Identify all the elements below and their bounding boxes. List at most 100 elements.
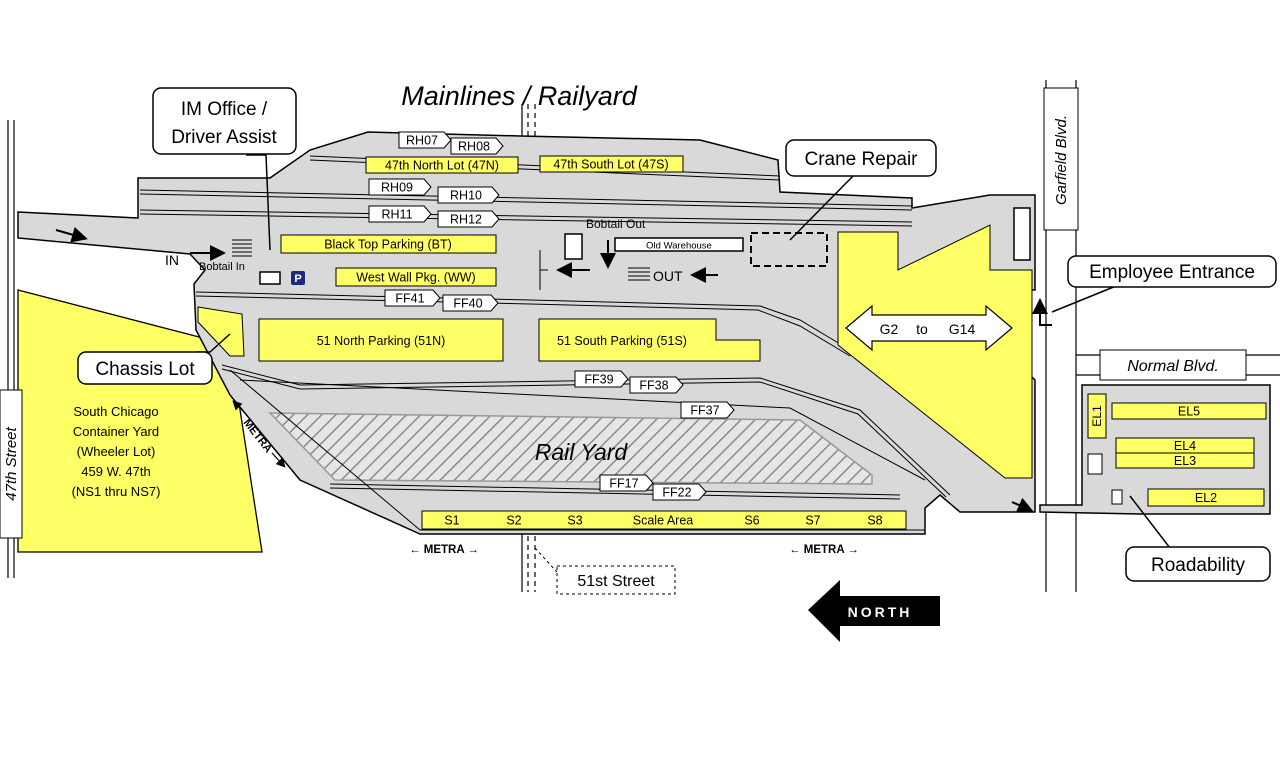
lot-ww [335, 267, 497, 287]
lot-el3 [1115, 452, 1255, 469]
track-tag: RH10 [437, 186, 500, 204]
im-office-building [259, 271, 281, 285]
svg-text:S8: S8 [867, 514, 882, 528]
svg-text:Black Top Parking (BT): Black Top Parking (BT) [324, 238, 452, 252]
metra-diag-arrow-a [232, 400, 247, 415]
lot-g2-g14 [837, 224, 1033, 479]
svg-text:FF39: FF39 [584, 373, 613, 387]
svg-text:S6: S6 [744, 514, 759, 528]
svg-text:FF17: FF17 [609, 477, 638, 491]
lot-51s [538, 318, 761, 362]
svg-text:Employee Entrance: Employee Entrance [1089, 262, 1255, 283]
svg-text:Bobtail In: Bobtail In [199, 261, 245, 273]
svg-text:IM Office /: IM Office / [181, 99, 268, 120]
rail-yard-label: Rail Yard [535, 439, 629, 465]
track-tag: RH11 [368, 205, 432, 223]
track-tag: FF40 [442, 294, 499, 312]
svg-text:FF41: FF41 [395, 292, 424, 306]
svg-text:51 North Parking (51N): 51 North Parking (51N) [317, 334, 446, 348]
callout-employee-entrance: Employee Entrance [1051, 255, 1277, 313]
svg-text:G2: G2 [880, 321, 899, 337]
svg-text:EL1: EL1 [1090, 405, 1104, 427]
parking-lots: 47th North Lot (47N) 47th South Lot (47S… [197, 155, 1267, 507]
svg-text:RH07: RH07 [406, 134, 438, 148]
svg-text:RH11: RH11 [381, 208, 412, 222]
metra-label-1: ← METRA → [409, 544, 479, 556]
g-range-arrow [845, 304, 1013, 352]
svg-text:RH08: RH08 [458, 140, 490, 154]
metra-diag-arrow-b [271, 452, 286, 468]
track-tag: FF17 [599, 474, 654, 492]
svg-text:(NS1 thru NS7): (NS1 thru NS7) [72, 484, 161, 499]
metra-label-2: ← METRA → [789, 544, 859, 556]
lot-chassis [197, 306, 245, 357]
svg-text:EL4: EL4 [1174, 439, 1196, 453]
track-tag: FF22 [652, 483, 707, 501]
svg-text:Driver Assist: Driver Assist [171, 127, 277, 148]
crane-repair-area [750, 232, 828, 267]
street-47th-box [0, 389, 23, 539]
svg-text:Bobtail Out: Bobtail Out [586, 217, 646, 231]
svg-text:OUT: OUT [653, 268, 683, 284]
svg-text:Container Yard: Container Yard [73, 424, 159, 439]
svg-text:NORTH: NORTH [848, 604, 913, 620]
track-tag: FF38 [629, 376, 684, 394]
gate-markers: IN Bobtail In Bobtail Out OUT [55, 217, 1052, 513]
roadability-shed [1111, 489, 1123, 505]
svg-text:EL5: EL5 [1178, 405, 1200, 419]
svg-text:51 South Parking (51S): 51 South Parking (51S) [557, 334, 687, 348]
callout-roadability: Roadability [1125, 495, 1271, 582]
svg-text:FF40: FF40 [453, 297, 482, 311]
svg-text:G14: G14 [949, 321, 976, 337]
street-51st-leader [534, 547, 558, 573]
track-tag: RH09 [368, 178, 432, 196]
svg-text:Roadability: Roadability [1151, 555, 1245, 576]
street-51st-box [556, 565, 676, 595]
rail-yard-hatch [268, 412, 873, 485]
callout-im-office: IM Office / Driver Assist [152, 87, 297, 251]
svg-text:West Wall Pkg. (WW): West Wall Pkg. (WW) [356, 271, 475, 285]
lot-bt [280, 234, 497, 254]
lot-47n [365, 156, 519, 174]
svg-text:RH12: RH12 [450, 213, 482, 227]
svg-text:Crane Repair: Crane Repair [805, 149, 919, 170]
street-47th: 47th Street [3, 426, 20, 500]
track-tag: RH12 [437, 210, 500, 228]
street-normal-box [1099, 349, 1247, 381]
street-garfield: Garfield Blvd. [1053, 115, 1070, 205]
callout-crane-repair: Crane Repair [785, 139, 937, 241]
tracks [139, 155, 951, 531]
street-garfield-box [1043, 87, 1079, 231]
track-tag: FF37 [680, 401, 735, 419]
svg-text:RH09: RH09 [381, 181, 413, 195]
lot-el2 [1147, 488, 1265, 507]
east-building [1013, 207, 1031, 261]
svg-text:EL3: EL3 [1174, 454, 1196, 468]
svg-text:459 W. 47th: 459 W. 47th [81, 464, 150, 479]
parking-badge [291, 271, 305, 285]
svg-text:EL2: EL2 [1195, 491, 1217, 505]
lot-51n [258, 318, 504, 362]
track-tags: RH07 RH08 RH09 RH10 RH11 RH12 FF41 FF40 … [368, 131, 735, 501]
old-warehouse-label: Old Warehouse [646, 241, 712, 252]
svg-text:47th South Lot (47S): 47th South Lot (47S) [553, 158, 668, 172]
svg-text:FF37: FF37 [690, 404, 719, 418]
track-tag: FF41 [384, 289, 441, 307]
parking-badge-label: P [294, 273, 301, 285]
callout-chassis-lot: Chassis Lot [77, 333, 231, 385]
svg-text:RH10: RH10 [450, 189, 482, 203]
svg-text:to: to [916, 321, 928, 337]
svg-text:S7: S7 [805, 514, 820, 528]
svg-text:South Chicago: South Chicago [73, 404, 158, 419]
roadability-building [1087, 453, 1103, 475]
lot-47s [539, 155, 684, 173]
track-tag: RH08 [450, 137, 504, 155]
svg-text:Scale Area: Scale Area [633, 514, 694, 528]
lot-el1 [1087, 393, 1107, 439]
street-51st: 51st Street [577, 573, 655, 590]
map-title: Mainlines / Railyard [401, 81, 638, 111]
svg-text:S3: S3 [567, 514, 582, 528]
svg-text:(Wheeler Lot): (Wheeler Lot) [77, 444, 156, 459]
scale-area: S1 S2 S3 Scale Area S6 S7 S8 [421, 510, 907, 530]
